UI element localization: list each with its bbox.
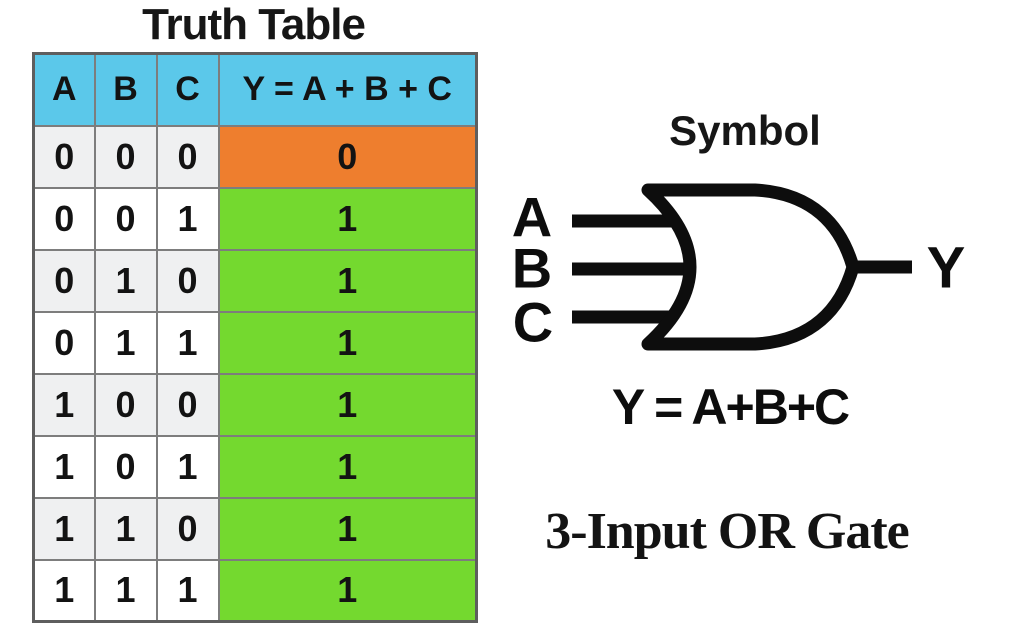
cell-a: 0 (32, 310, 96, 375)
output-label-y: Y (927, 236, 966, 301)
cell-y: 1 (217, 248, 478, 313)
cell-a: 0 (32, 124, 96, 189)
input-label-a: A (512, 186, 552, 249)
cell-c: 0 (155, 124, 220, 189)
table-row: 1 1 0 1 (32, 496, 478, 561)
table-row: 1 0 1 1 (32, 434, 478, 499)
cell-c: 1 (155, 186, 220, 251)
cell-a: 1 (32, 434, 96, 499)
cell-b: 1 (93, 558, 158, 623)
table-row: 1 0 0 1 (32, 372, 478, 437)
truth-table: A B C Y = A + B + C 0 0 0 0 0 0 1 1 0 1 (32, 52, 478, 623)
column-header-y: Y = A + B + C (217, 52, 478, 127)
cell-c: 0 (155, 496, 220, 561)
cell-b: 0 (93, 186, 158, 251)
cell-b: 0 (93, 434, 158, 499)
cell-c: 1 (155, 558, 220, 623)
cell-c: 1 (155, 434, 220, 499)
or-gate-shape (641, 183, 860, 351)
column-header-c: C (155, 52, 220, 127)
cell-y: 1 (217, 434, 478, 499)
cell-y: 1 (217, 496, 478, 561)
table-row: 0 1 0 1 (32, 248, 478, 313)
cell-a: 1 (32, 558, 96, 623)
cell-y: 1 (217, 372, 478, 437)
cell-b: 1 (93, 248, 158, 313)
table-row: 0 1 1 1 (32, 310, 478, 375)
table-row: 0 0 1 1 (32, 186, 478, 251)
gate-caption: 3-Input OR Gate (545, 503, 909, 560)
cell-c: 0 (155, 248, 220, 313)
table-row: 0 0 0 0 (32, 124, 478, 189)
column-header-b: B (93, 52, 158, 127)
symbol-title: Symbol (669, 107, 821, 154)
cell-b: 1 (93, 310, 158, 375)
cell-c: 0 (155, 372, 220, 437)
column-header-a: A (32, 52, 96, 127)
cell-b: 1 (93, 496, 158, 561)
input-label-b: B (512, 237, 552, 300)
cell-a: 0 (32, 186, 96, 251)
cell-y: 1 (217, 310, 478, 375)
cell-y: 1 (217, 558, 478, 623)
cell-a: 0 (32, 248, 96, 313)
cell-c: 1 (155, 310, 220, 375)
cell-y: 0 (217, 124, 478, 189)
truth-table-title: Truth Table (142, 0, 366, 49)
cell-y: 1 (217, 186, 478, 251)
cell-b: 0 (93, 124, 158, 189)
cell-a: 1 (32, 496, 96, 561)
truth-table-header-row: A B C Y = A + B + C (32, 52, 478, 127)
table-row: 1 1 1 1 (32, 558, 478, 623)
cell-b: 0 (93, 372, 158, 437)
cell-a: 1 (32, 372, 96, 437)
gate-equation: Y = A+B+C (611, 379, 850, 435)
or-gate-icon: A B C Y (512, 183, 966, 354)
input-label-c: C (513, 291, 553, 354)
